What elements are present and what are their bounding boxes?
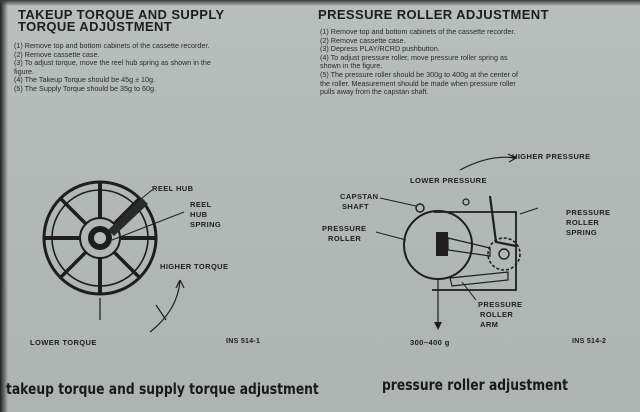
left-step-3: (3) To adjust torque, move the reel hub … <box>14 58 211 68</box>
right-step-3: (3) Depress PLAY/RCRD pushbutton. <box>320 44 440 54</box>
left-steps: (1) Remove top and bottom cabinets of th… <box>14 41 211 94</box>
page-shadow-left <box>0 0 8 412</box>
left-title-line1: TAKEUP TORQUE AND SUPPLY <box>18 7 225 22</box>
page-shadow-top <box>0 0 640 6</box>
right-title: PRESSURE ROLLER ADJUSTMENT <box>318 7 549 22</box>
label-roller-arm-3: ARM <box>480 320 499 329</box>
caption-right: pressure roller adjustment <box>382 376 569 394</box>
right-step-4-cont: shown in the figure. <box>320 61 383 71</box>
label-reel-hub-spring-2: HUB <box>190 210 208 219</box>
label-higher-torque: HIGHER TORQUE <box>160 262 229 271</box>
label-pressure-roller-1: PRESSURE <box>322 224 367 233</box>
label-capstan-1: CAPSTAN <box>340 192 379 201</box>
label-force: 300~400 g <box>410 338 450 347</box>
left-title-line2: TORQUE ADJUSTMENT <box>18 19 173 34</box>
right-step-5-cont1: the roller. Measurement should be made w… <box>320 78 516 88</box>
label-roller-arm-2: ROLLER <box>480 310 514 319</box>
ref-code-right: INS 514-2 <box>572 338 607 345</box>
label-roller-arm-1: PRESSURE <box>478 300 523 309</box>
left-step-4: (4) The Takeup Torque should be 45g ± 10… <box>14 75 156 85</box>
left-step-1: (1) Remove top and bottom cabinets of th… <box>14 41 210 50</box>
label-reel-hub-spring-1: REEL <box>190 200 212 209</box>
label-reel-hub: REEL HUB <box>152 184 194 193</box>
label-roller-spring-1: PRESSURE <box>566 208 611 217</box>
left-step-5: (5) The Supply Torque should be 35g to 6… <box>14 83 156 93</box>
label-pressure-roller-2: ROLLER <box>328 234 362 243</box>
label-roller-spring-3: SPRING <box>566 228 598 237</box>
pressure-roller-diagram <box>340 150 630 360</box>
right-step-5: (5) The pressure roller should be 300g t… <box>320 69 519 79</box>
label-lower-pressure: LOWER PRESSURE <box>410 176 487 185</box>
label-roller-spring-2: ROLLER <box>566 218 600 227</box>
right-step-2: (2) Remove cassette case. <box>320 35 406 45</box>
caption-left: takeup torque and supply torque adjustme… <box>6 380 319 398</box>
right-step-4: (4) To adjust pressure roller, move pres… <box>320 52 508 62</box>
reel-hub-diagram <box>30 170 290 340</box>
left-step-3-cont: figure. <box>14 66 34 76</box>
ref-code-left: INS 514-1 <box>226 338 261 345</box>
label-lower-torque: LOWER TORQUE <box>30 338 97 347</box>
right-steps: (1) Remove top and bottom cabinets of th… <box>320 27 519 97</box>
right-step-1: (1) Remove top and bottom cabinets of th… <box>320 27 516 36</box>
label-higher-pressure: HIGHER PRESSURE <box>512 152 591 161</box>
label-capstan-2: SHAFT <box>342 202 369 211</box>
right-step-5-cont2: pulls away from the capstan shaft. <box>320 87 429 97</box>
left-step-2: (2) Remove cassette case. <box>14 49 100 59</box>
label-reel-hub-spring-3: SPRING <box>190 220 222 229</box>
